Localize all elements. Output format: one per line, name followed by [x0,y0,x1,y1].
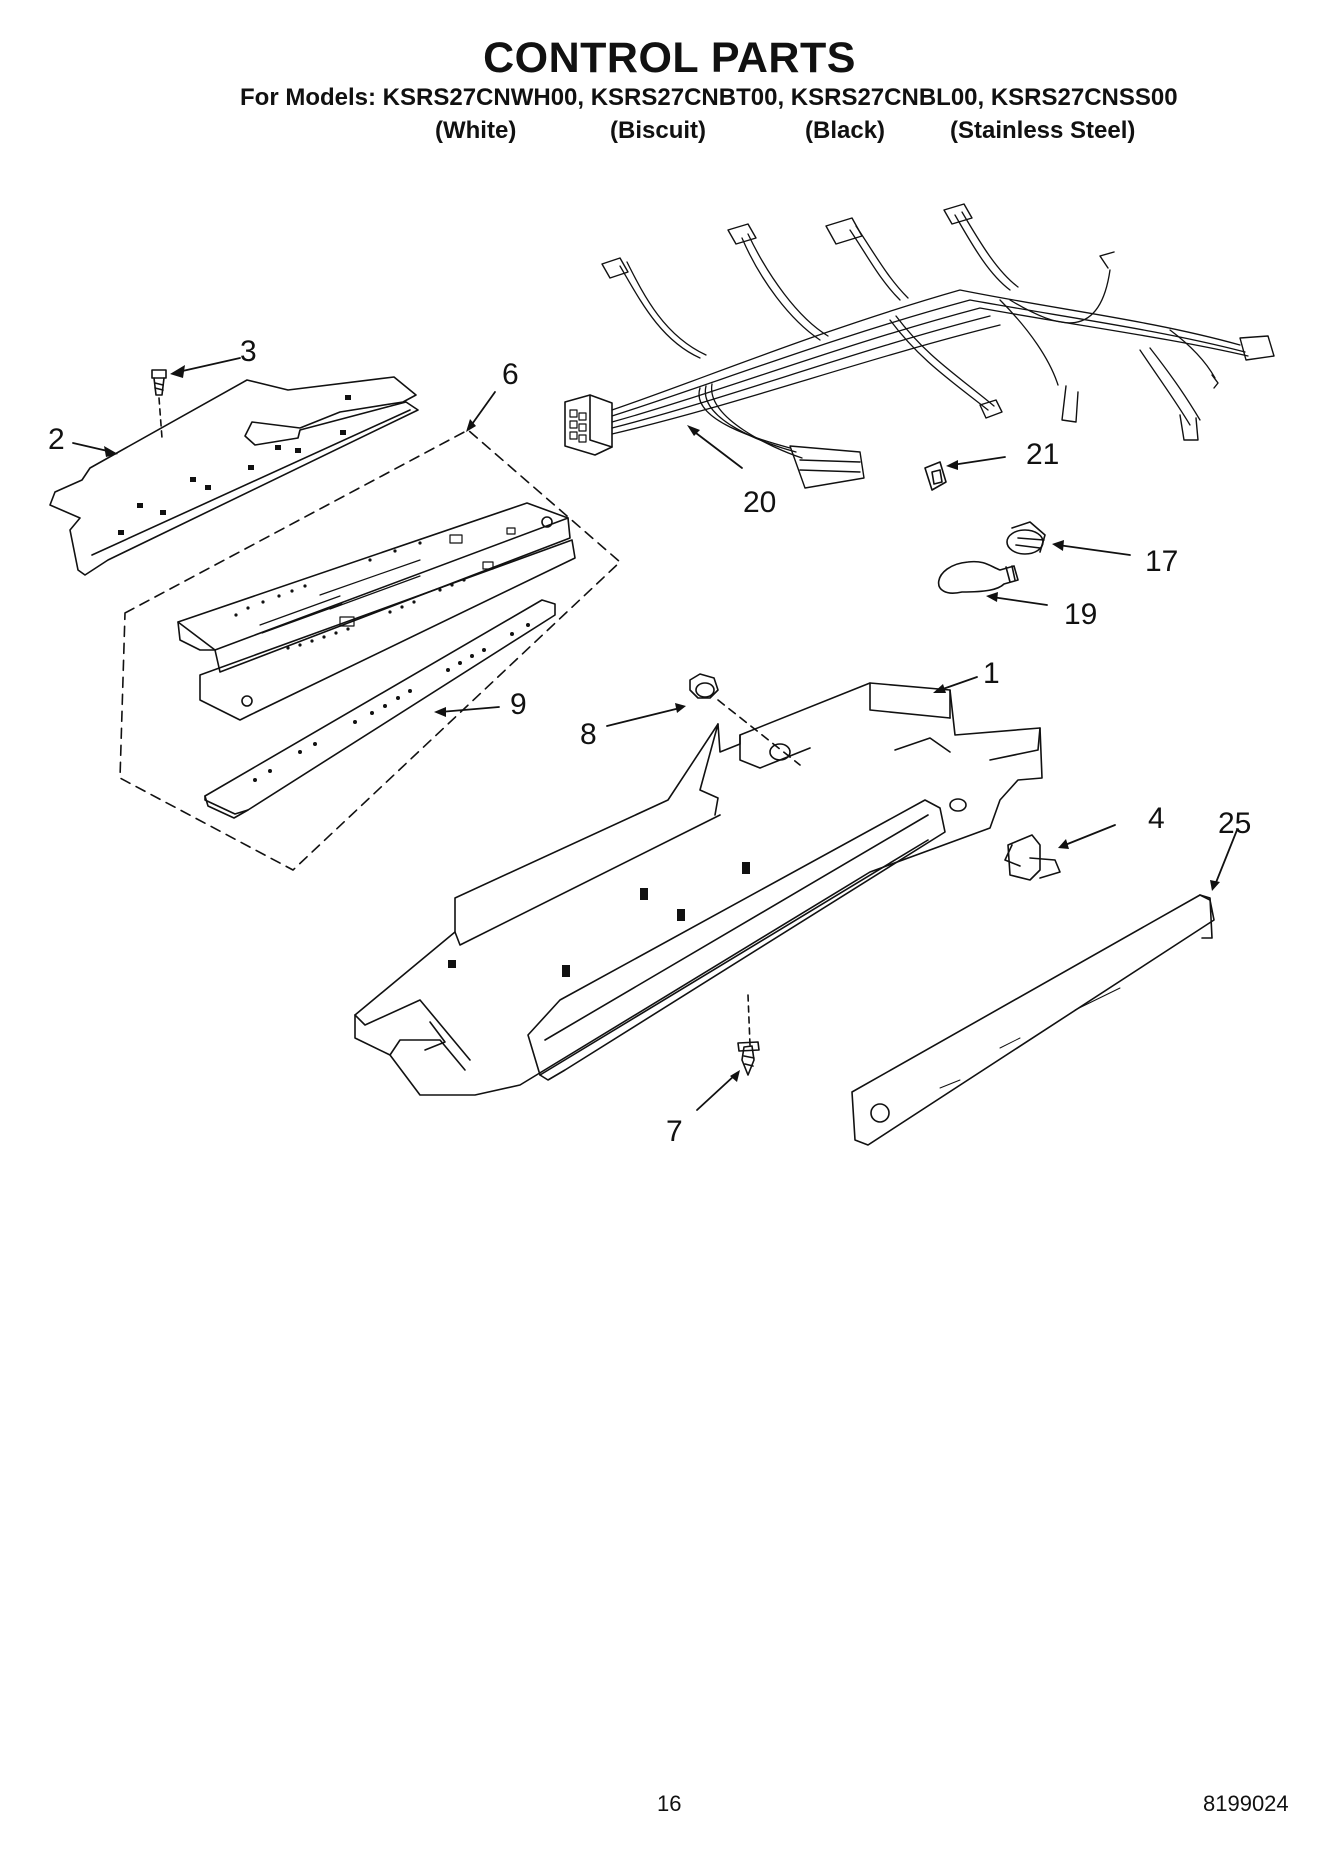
page-title: CONTROL PARTS [483,34,856,82]
callout-17: 17 [1145,545,1179,578]
page-number: 16 [657,1791,682,1816]
callout-6: 6 [502,358,519,391]
callout-8: 8 [580,718,597,751]
callout-arrowheads [104,365,1220,1082]
screw-part-7 [738,995,759,1075]
control-housing-part-1 [355,683,1042,1095]
variant-stainless-steel: (Stainless Steel) [950,117,1136,144]
variant-white: (White) [435,117,517,144]
document-number: 8199024 [1203,1791,1289,1816]
callout-7: 7 [666,1115,683,1148]
callout-2: 2 [48,423,65,456]
socket-part-21 [925,462,946,490]
assembly-box-part-6 [120,430,620,870]
models-line: For Models: KSRS27CNWH00, KSRS27CNBT00, … [240,84,1178,111]
wire-harness-part-20 [565,204,1274,488]
lamp-socket-part-17 [1007,522,1045,554]
callout-19: 19 [1064,598,1098,631]
screw-part-3 [152,370,166,438]
callout-4: 4 [1148,802,1165,835]
callout-1: 1 [983,657,1000,690]
callout-25: 25 [1218,807,1252,840]
light-bulb-part-19 [939,562,1018,594]
display-board-part-9 [205,600,555,818]
variant-black: (Black) [805,117,886,144]
grommet-part-8 [690,674,800,765]
callout-9: 9 [510,688,527,721]
switch-part-4 [1005,835,1060,880]
callout-21: 21 [1026,438,1060,471]
callout-20: 20 [743,486,777,519]
callout-3: 3 [240,335,257,368]
trim-strip-part-25 [852,895,1214,1145]
control-board [178,503,575,720]
cover-plate-part-2 [50,377,418,575]
variant-biscuit: (Biscuit) [610,117,706,144]
callout-leaders [73,358,1237,1110]
